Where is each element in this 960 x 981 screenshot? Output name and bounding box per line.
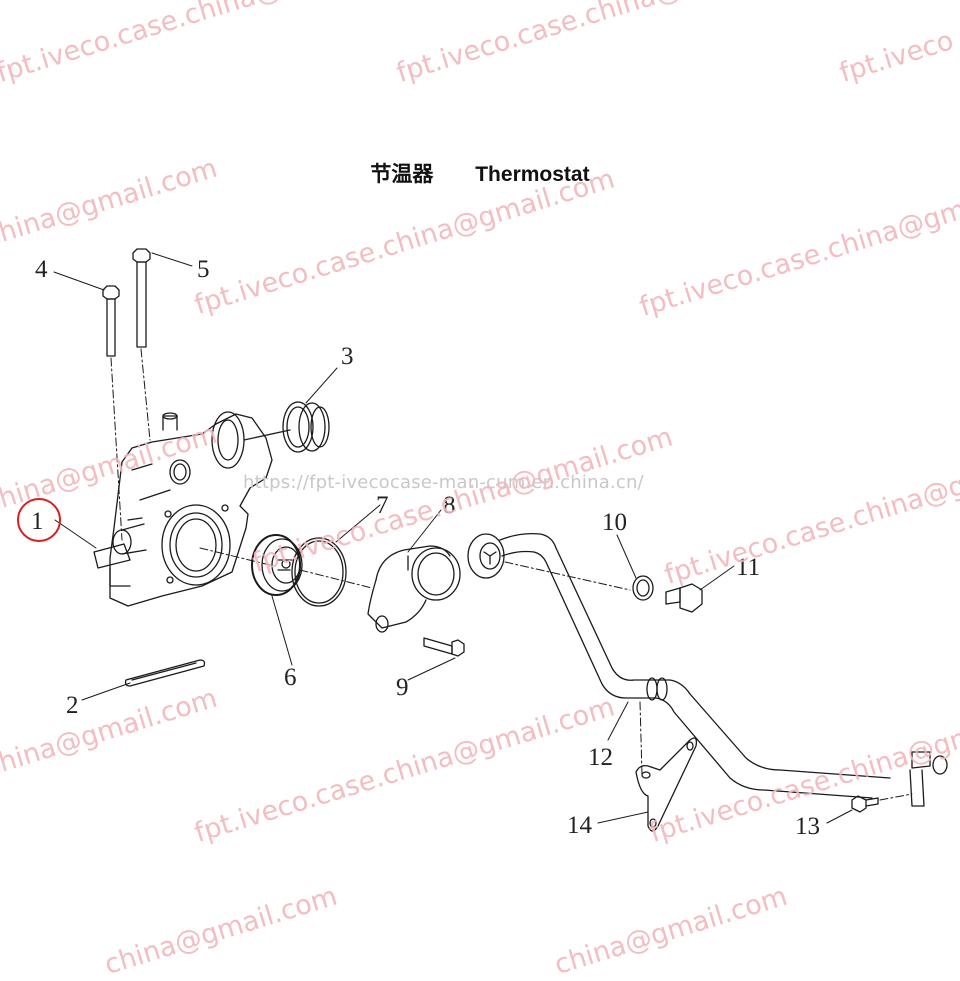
coolant-pipe-12[interactable] — [467, 532, 948, 807]
callout-9[interactable]: 9 — [396, 674, 409, 701]
callout-4[interactable]: 4 — [35, 256, 48, 283]
seal-ring-3[interactable] — [243, 401, 330, 453]
thermostat-element-6[interactable] — [251, 534, 303, 596]
diagram-title: 节温器 Thermostat — [0, 158, 960, 188]
callout-8[interactable]: 8 — [443, 492, 456, 519]
banjo-bolt-11[interactable] — [665, 583, 703, 613]
callout-7[interactable]: 7 — [376, 492, 389, 519]
callout-14[interactable]: 14 — [567, 812, 593, 839]
leader-lines — [53, 252, 853, 824]
callout-13[interactable]: 13 — [795, 813, 820, 840]
thermostat-housing[interactable] — [93, 411, 273, 607]
washer-10[interactable] — [632, 575, 654, 601]
callout-1[interactable]: 1 — [31, 508, 44, 535]
bolt-5[interactable] — [132, 248, 151, 441]
callout-labels: 1 2 3 4 5 6 7 8 9 10 11 12 13 14 — [31, 256, 820, 840]
o-ring-7[interactable] — [291, 537, 373, 607]
callout-5[interactable]: 5 — [197, 256, 210, 283]
exploded-view-drawing: 1 2 3 4 5 6 7 8 9 10 11 12 13 14 — [17, 248, 948, 840]
bolt-4[interactable] — [102, 285, 123, 541]
callout-3[interactable]: 3 — [341, 343, 354, 370]
callout-12[interactable]: 12 — [588, 744, 613, 771]
callout-6[interactable]: 6 — [284, 664, 297, 691]
title-chinese: 节温器 — [370, 162, 434, 186]
gasket-2[interactable] — [124, 659, 206, 687]
callout-11[interactable]: 11 — [736, 554, 760, 581]
url-watermark: https://fpt-ivecocase-man-cum.en.china.c… — [243, 472, 644, 493]
callout-2[interactable]: 2 — [66, 692, 79, 719]
bracket-14[interactable] — [635, 737, 698, 832]
callout-1-highlight-ring — [17, 498, 61, 542]
bolt-13[interactable] — [851, 795, 879, 813]
water-outlet-8[interactable] — [367, 545, 461, 633]
bolt-9[interactable] — [423, 637, 465, 657]
callout-10[interactable]: 10 — [602, 509, 627, 536]
title-english: Thermostat — [475, 163, 590, 186]
